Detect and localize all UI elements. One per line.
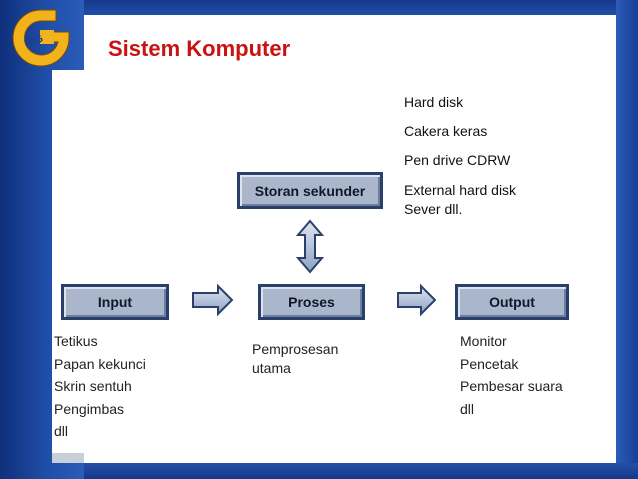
process-example: utama: [252, 360, 291, 376]
output-examples: Monitor Pencetak Pembesar suara dll: [460, 330, 563, 420]
slide-content: [84, 15, 616, 463]
left-panel: [52, 70, 84, 453]
process-example: Pemprosesan: [252, 341, 339, 357]
input-examples: Tetikus Papan kekunci Skrin sentuh Pengi…: [54, 330, 146, 443]
output-example: Pencetak: [460, 355, 519, 372]
input-example: Papan kekunci: [54, 355, 146, 372]
process-box: Proses: [258, 284, 365, 320]
left-panel-bottom: [52, 453, 84, 463]
input-example: Tetikus: [54, 333, 98, 349]
output-example: Pembesar suara: [460, 378, 563, 394]
ipg-logo-icon: IPG: [6, 6, 76, 70]
output-box: Output: [455, 284, 569, 320]
output-example: dll: [460, 400, 475, 417]
frame-right: [616, 0, 638, 479]
input-box-label: Input: [97, 294, 133, 310]
input-example: Skrin sentuh: [54, 378, 132, 394]
storage-example: Sever dll.: [404, 201, 463, 217]
arrow-input-to-process-icon: [192, 283, 234, 317]
storage-box: Storan sekunder: [237, 172, 383, 209]
storage-example: Hard disk: [404, 94, 464, 110]
frame-bottom: [84, 463, 638, 479]
page-title: Sistem Komputer: [108, 36, 291, 61]
storage-example: External hard disk: [404, 182, 517, 198]
arrow-process-to-output-icon: [397, 283, 437, 317]
process-box-label: Proses: [288, 294, 335, 310]
storage-box-label: Storan sekunder: [254, 182, 366, 199]
input-box: Input: [61, 284, 169, 320]
storage-example: Pen drive CDRW: [404, 152, 511, 168]
output-box-label: Output: [489, 294, 535, 310]
process-examples: Pemprosesan utama: [252, 340, 338, 378]
input-example: dll: [54, 423, 69, 439]
frame-top: [84, 0, 638, 15]
storage-example: Cakera keras: [404, 123, 488, 139]
output-example: Monitor: [460, 333, 507, 349]
double-arrow-storage-process-icon: [295, 219, 325, 274]
input-example: Pengimbas: [54, 400, 125, 417]
